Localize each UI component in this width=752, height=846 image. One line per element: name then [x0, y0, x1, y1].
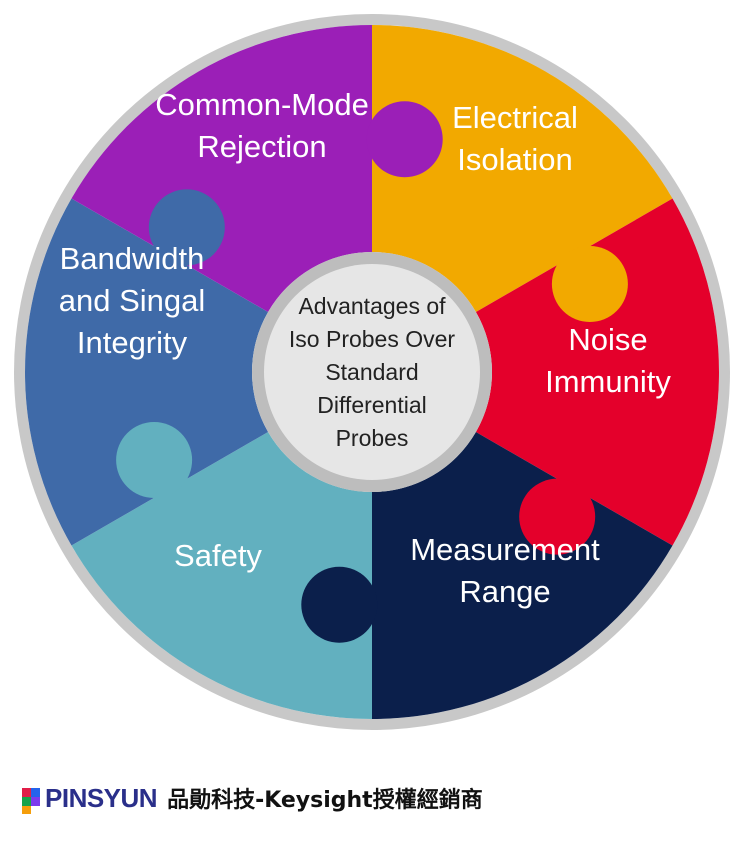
puzzle-knob-noise-immunity: [301, 566, 378, 643]
label-common-mode-rejection: Common-Mode: [155, 87, 369, 122]
puzzle-knob-measurement-range: [116, 422, 193, 499]
label-common-mode-rejection: Rejection: [197, 129, 326, 164]
label-noise-immunity: Immunity: [545, 364, 671, 399]
logo-text: PINSYUN: [45, 782, 158, 813]
center-text-line: Standard: [325, 359, 418, 385]
label-bandwidth-signal-integrity: Bandwidth: [60, 241, 205, 276]
segment-safety: [24, 198, 269, 546]
pinsyun-logo: PINSYUN: [22, 782, 158, 814]
segment-common-mode-rejection: [372, 25, 673, 312]
label-measurement-range: Measurement: [410, 532, 600, 567]
center-text-line: Iso Probes Over: [289, 326, 456, 352]
footer: PINSYUN 品勛科技-Keysight授權經銷商: [22, 778, 483, 818]
puzzle-knob-common-mode-rejection: [551, 245, 628, 322]
footer-tagline: 品勛科技-Keysight授權經銷商: [167, 788, 483, 813]
center-text-line: Differential: [317, 392, 427, 418]
center-text-line: Advantages of: [298, 293, 446, 319]
puzzle-segments: [24, 25, 719, 719]
label-bandwidth-signal-integrity: and Singal: [59, 283, 206, 318]
label-measurement-range: Range: [459, 574, 550, 609]
segment-noise-immunity: [372, 432, 673, 719]
center-text: Advantages of Iso Probes OverStandardDiff…: [289, 293, 456, 451]
label-noise-immunity: Noise: [568, 322, 647, 357]
segment-measurement-range: [71, 432, 372, 719]
segment-bandwidth-signal-integrity: [71, 25, 372, 312]
segment-electrical-isolation: [475, 198, 719, 546]
puzzle-knob-bandwidth-signal-integrity: [366, 101, 443, 178]
center-text-line: Probes: [336, 425, 409, 451]
label-electrical-isolation: Electrical: [452, 100, 578, 135]
puzzle-knob-electrical-isolation: [519, 478, 596, 555]
puzzle-knob-safety: [148, 189, 225, 266]
logo-mark-icon: [22, 787, 44, 814]
label-electrical-isolation: Isolation: [457, 142, 572, 177]
label-bandwidth-signal-integrity: Integrity: [77, 325, 188, 360]
label-safety: Safety: [174, 538, 262, 573]
puzzle-wheel-diagram: Advantages of Iso Probes OverStandardDiff…: [14, 14, 730, 730]
center-disc: [264, 264, 480, 480]
